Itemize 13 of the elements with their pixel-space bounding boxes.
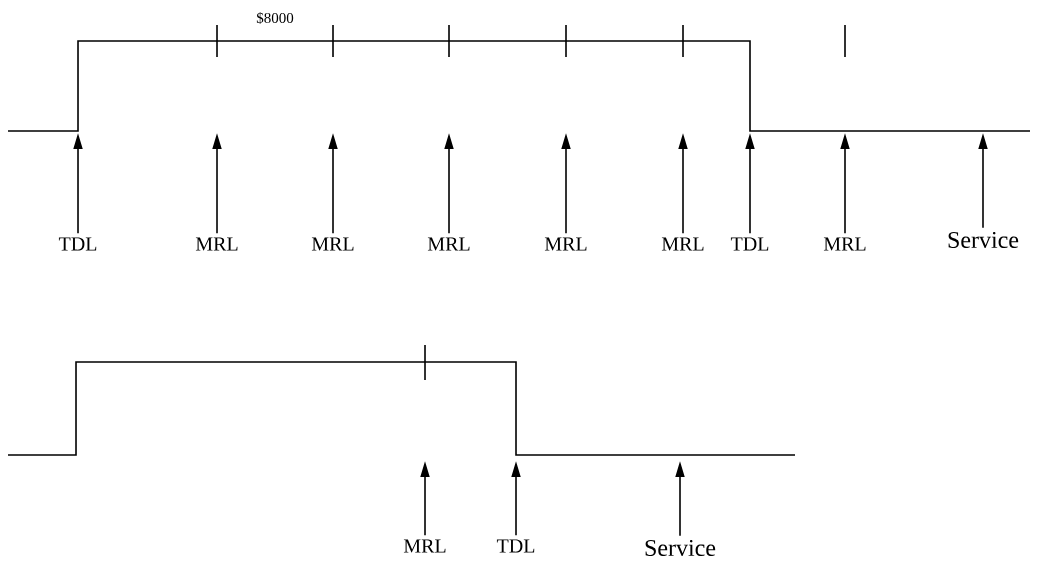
time-label: MRL <box>823 237 866 251</box>
amount-label: $8000 <box>256 12 294 24</box>
time-label: MRL <box>661 237 704 251</box>
time-label: MRL <box>195 237 238 251</box>
time-label: Service <box>645 539 716 557</box>
time-label: MRL <box>427 237 470 251</box>
time-label: TDL <box>496 539 535 553</box>
time-label: TDL <box>730 237 769 251</box>
time-label: Service <box>948 231 1019 249</box>
time-label: MRL <box>311 237 354 251</box>
time-label: MRL <box>403 539 446 553</box>
time-label: TDL <box>58 237 97 251</box>
time-label: MRL <box>544 237 587 251</box>
